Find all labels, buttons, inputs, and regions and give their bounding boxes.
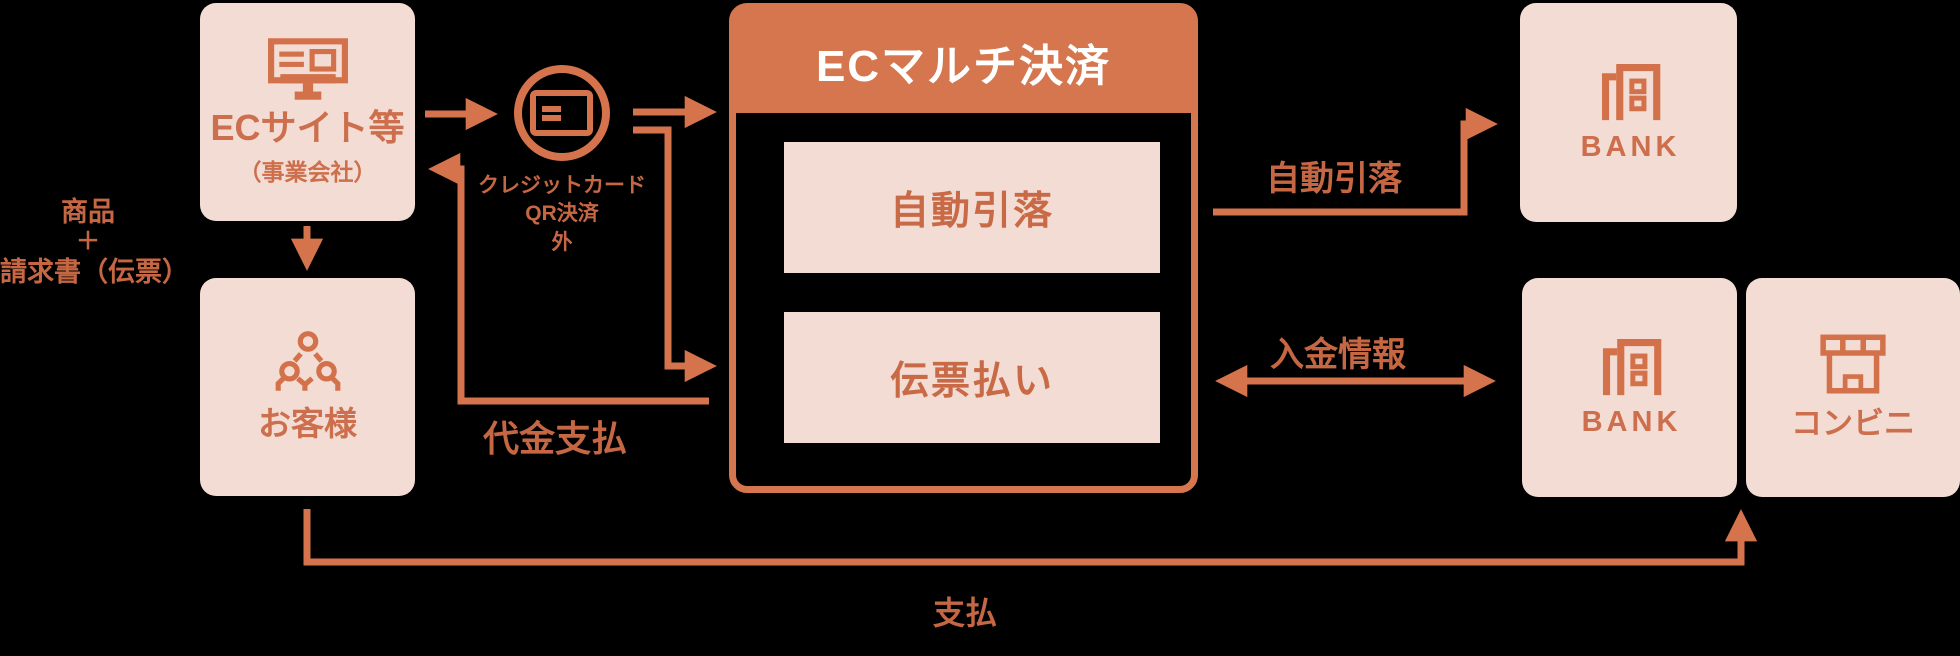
ecsite-label: ECサイト等	[210, 107, 405, 149]
ecmulti-item-auto-debit: 自動引落	[784, 142, 1160, 273]
customer-label: お客様	[258, 405, 357, 443]
bank-icon	[1602, 338, 1661, 395]
edge-label-pay: 支払	[932, 595, 997, 631]
goods-invoice-line3: 請求書（伝票）	[0, 256, 189, 287]
bank-icon	[1601, 63, 1660, 120]
ecsite-sublabel: （事業会社）	[238, 158, 377, 185]
edge-label-auto-debit: 自動引落	[1266, 160, 1402, 198]
edge-label-payment: 代金支払	[483, 418, 628, 459]
store-icon	[1820, 334, 1886, 394]
node-customer: お客様	[200, 278, 415, 496]
edge-label-deposit-info: 入金情報	[1270, 336, 1406, 374]
goods-invoice-note: 商品 ＋ 請求書（伝票）	[0, 197, 189, 287]
goods-invoice-line2: ＋	[76, 228, 100, 256]
people-icon	[275, 331, 340, 391]
payment-methods-line2: QR決済	[525, 202, 599, 226]
payment-methods-caption: クレジットカード QR決済 外	[472, 172, 652, 257]
credit-card-icon	[514, 65, 610, 161]
node-ecsite: ECサイト等 （事業会社）	[200, 3, 415, 221]
payment-methods-line3: 外	[551, 230, 573, 254]
node-konbini: コンビニ	[1746, 278, 1960, 497]
node-bank-top: BANK	[1520, 3, 1737, 222]
payment-methods-line1: クレジットカード	[478, 174, 646, 197]
arrow-payment-to-ecsite	[428, 152, 709, 405]
ecmulti-item-slip-pay: 伝票払い	[784, 312, 1160, 443]
arrow-paymethods-to-slippay	[633, 126, 717, 383]
arrow-autodebit-to-bank	[1213, 107, 1498, 216]
arrow-customer-pay-bottom	[303, 509, 1758, 566]
monitor-icon	[267, 38, 348, 101]
konbini-label: コンビニ	[1791, 405, 1915, 441]
bank-top-label: BANK	[1580, 130, 1681, 163]
bank-bottom-label: BANK	[1581, 405, 1682, 438]
node-bank-bottom: BANK	[1522, 278, 1737, 497]
goods-invoice-line1: 商品	[61, 197, 115, 227]
ecmulti-title: ECマルチ決済	[815, 41, 1112, 91]
ecmulti-header: ECマルチ決済	[736, 10, 1191, 113]
node-ecmulti: ECマルチ決済 自動引落 伝票払い	[729, 3, 1198, 493]
